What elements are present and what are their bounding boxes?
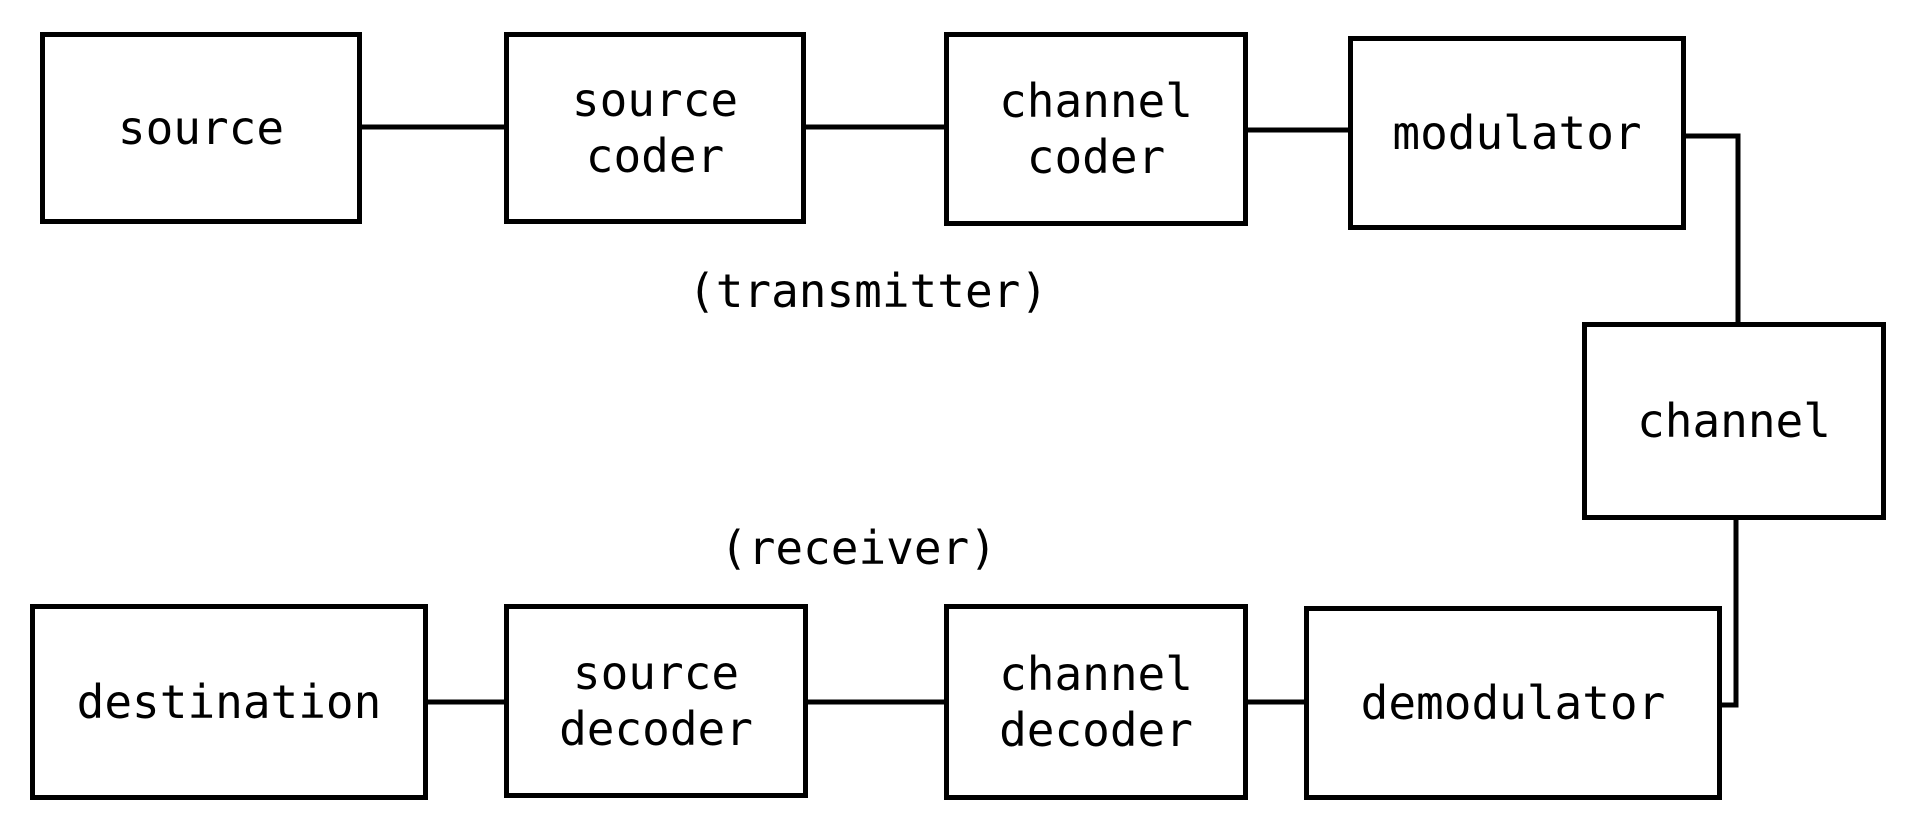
- source-coder-label-line2: coder: [585, 129, 725, 183]
- source-coder-block: source coder: [504, 32, 806, 224]
- demodulator-block: demodulator: [1304, 606, 1722, 800]
- channel-coder-label-line1: channel: [999, 74, 1193, 128]
- source-block-label: source: [117, 101, 285, 155]
- link-modulator-to-channel: [1684, 133, 1741, 324]
- channel-decoder-label-line2: decoder: [999, 703, 1193, 757]
- channel-label: channel: [1637, 394, 1831, 448]
- link-channel-to-demodulator: [1720, 518, 1739, 708]
- receiver-caption: (receiver): [720, 521, 997, 575]
- transmitter-caption: (transmitter): [688, 264, 1049, 318]
- source-decoder-label-line2: decoder: [559, 702, 753, 756]
- source-block: source: [40, 32, 362, 224]
- modulator-label: modulator: [1392, 106, 1642, 160]
- channel-block: channel: [1582, 322, 1886, 520]
- modulator-block: modulator: [1348, 36, 1686, 230]
- source-decoder-label-line1: source: [572, 646, 740, 700]
- demodulator-label: demodulator: [1360, 676, 1666, 730]
- source-coder-label-line1: source: [571, 73, 739, 127]
- channel-decoder-label-line1: channel: [999, 647, 1193, 701]
- source-decoder-block: source decoder: [504, 604, 808, 798]
- channel-decoder-block: channel decoder: [944, 604, 1248, 800]
- destination-label: destination: [76, 675, 382, 729]
- channel-coder-label-line2: coder: [1026, 130, 1166, 184]
- channel-coder-block: channel coder: [944, 32, 1248, 226]
- destination-block: destination: [30, 604, 428, 800]
